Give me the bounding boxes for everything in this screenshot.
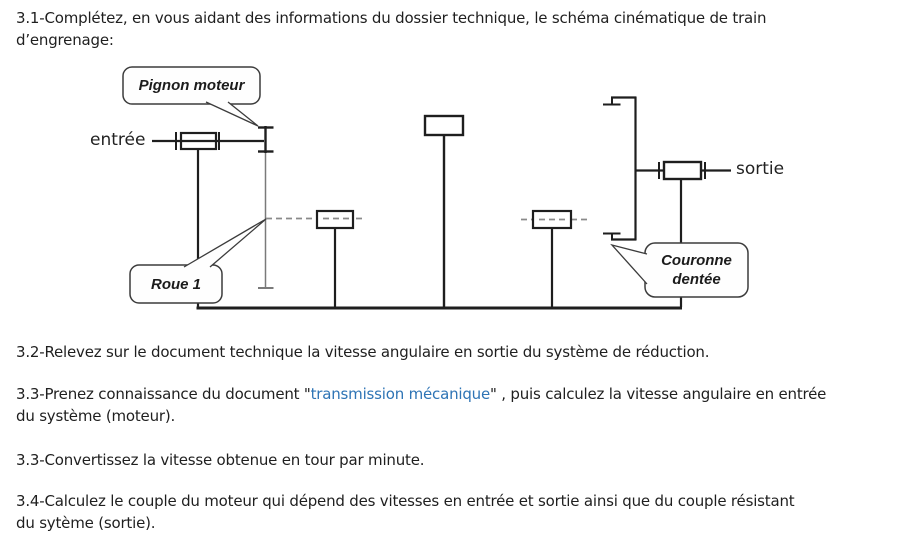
question-3-3-line2: du système (moteur).: [16, 407, 176, 425]
question-3-2: 3.2-Relevez sur le document technique la…: [16, 343, 710, 361]
question-3-3-pre: 3.3-Prenez connaissance du document ": [16, 385, 311, 403]
ring-gear-callout-line1: Couronne: [661, 252, 732, 269]
ring-gear-callout-label: Couronne dentée: [645, 243, 748, 297]
document-reference-link: transmission mécanique: [310, 385, 491, 403]
wheel1-callout-tail: [183, 218, 267, 268]
pinion-callout-bubble: [122, 66, 261, 127]
question-3-4-line1: 3.4-Calculez le couple du moteur qui dép…: [16, 492, 795, 510]
idler1-bearing-box: [315, 209, 355, 230]
question-3-3-line1: 3.3-Prenez connaissance du document "tra…: [16, 383, 826, 405]
question-3-3b: 3.3-Convertissez la vitesse obtenue en t…: [16, 451, 425, 469]
input-label: entrée: [90, 130, 146, 150]
pinion-callout-label: Pignon moteur: [138, 77, 245, 94]
question-3-1-line2: d’engrenage:: [16, 31, 114, 49]
question-3-1-line1: 3.1-Complétez, en vous aidant des inform…: [16, 9, 767, 27]
wheel1-callout-box: [129, 264, 223, 304]
question-3-4-line2: du sytème (sortie).: [16, 514, 156, 532]
wheel1-callout-bubble: [129, 218, 267, 304]
ring-gear-callout-bubble: [610, 242, 749, 298]
middle-bearing-box: [423, 114, 465, 137]
output-bearing-box: [662, 160, 703, 181]
pinion-callout-box: [122, 66, 261, 105]
output-label: sortie: [736, 159, 785, 179]
ring-gear-callout-tail: [610, 243, 648, 285]
pinion-callout-tail: [205, 101, 259, 127]
question-3-3-post: " , puis calculez la vitesse angulaire e…: [490, 385, 827, 403]
ring-gear-callout-line2: dentée: [672, 271, 721, 288]
wheel1-callout-label: Roue 1: [150, 275, 201, 293]
